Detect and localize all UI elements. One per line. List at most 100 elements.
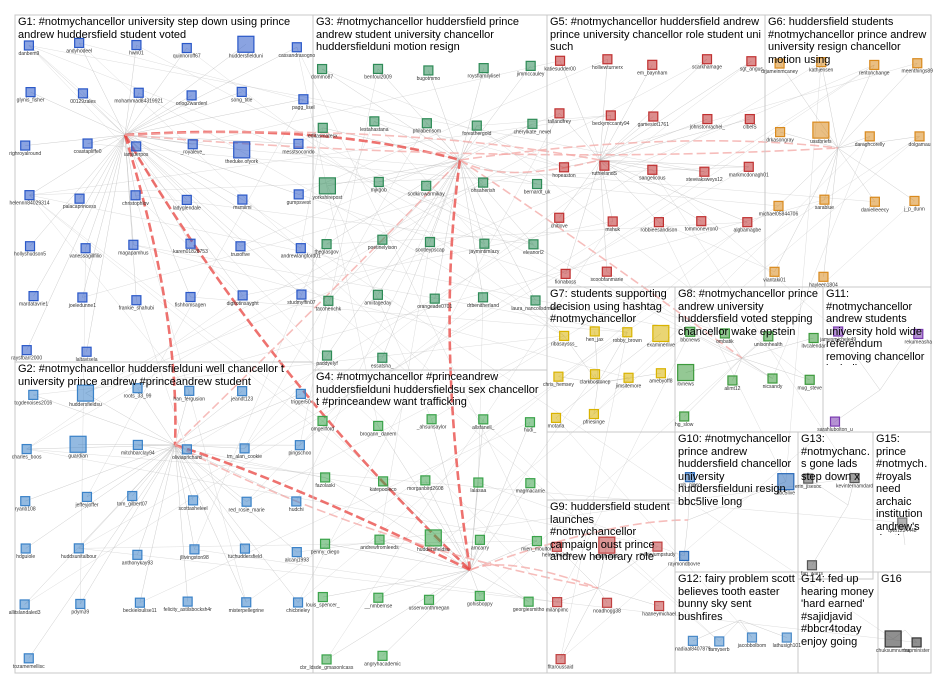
node-avatar[interactable] <box>20 543 31 554</box>
node-avatar[interactable] <box>24 190 35 201</box>
node-avatar[interactable] <box>374 534 385 545</box>
node-avatar[interactable] <box>130 190 141 201</box>
node-avatar[interactable] <box>321 350 333 361</box>
node-avatar[interactable] <box>185 238 196 249</box>
node-avatar[interactable] <box>679 411 690 422</box>
node-avatar[interactable] <box>743 161 754 172</box>
node-avatar[interactable] <box>21 345 32 356</box>
node-avatar[interactable] <box>605 110 616 121</box>
node-avatar[interactable] <box>647 164 658 175</box>
node-avatar[interactable] <box>373 420 384 432</box>
node-avatar[interactable] <box>321 654 332 665</box>
node-avatar[interactable] <box>182 596 193 607</box>
node-avatar[interactable] <box>607 216 618 227</box>
node-avatar[interactable] <box>131 141 142 152</box>
node-avatar[interactable] <box>648 111 659 122</box>
node-avatar[interactable] <box>24 241 36 252</box>
node-avatar[interactable] <box>185 291 196 303</box>
node-avatar[interactable] <box>746 56 757 67</box>
node-avatar[interactable] <box>424 236 436 248</box>
node-avatar[interactable] <box>377 352 388 363</box>
node-avatar[interactable] <box>602 54 613 65</box>
node-avatar[interactable] <box>479 238 490 249</box>
node-avatar[interactable] <box>128 239 139 250</box>
node-avatar[interactable] <box>298 94 309 105</box>
node-avatar[interactable] <box>321 239 332 250</box>
node-avatar[interactable] <box>372 63 384 75</box>
node-avatar[interactable] <box>812 121 830 139</box>
node-avatar[interactable] <box>421 118 432 129</box>
node-avatar[interactable] <box>806 560 818 571</box>
node-avatar[interactable] <box>316 63 328 75</box>
node-avatar[interactable] <box>241 597 252 608</box>
node-avatar[interactable] <box>372 289 384 300</box>
node-avatar[interactable] <box>864 131 875 142</box>
node-avatar[interactable] <box>654 600 665 612</box>
node-avatar[interactable] <box>777 473 795 491</box>
node-avatar[interactable] <box>181 42 192 54</box>
node-avatar[interactable] <box>679 550 690 562</box>
node-avatar[interactable] <box>773 200 784 212</box>
node-avatar[interactable] <box>552 597 563 608</box>
node-avatar[interactable] <box>429 293 440 304</box>
node-avatar[interactable] <box>599 160 610 171</box>
node-avatar[interactable] <box>76 384 95 402</box>
node-avatar[interactable] <box>233 141 251 159</box>
node-avatar[interactable] <box>555 654 566 665</box>
node-avatar[interactable] <box>237 194 248 205</box>
node-avatar[interactable] <box>588 408 600 420</box>
node-avatar[interactable] <box>292 597 304 608</box>
node-avatar[interactable] <box>131 39 142 51</box>
node-avatar[interactable] <box>869 59 880 71</box>
node-avatar[interactable] <box>914 131 925 142</box>
node-avatar[interactable] <box>833 326 844 337</box>
node-avatar[interactable] <box>293 189 304 200</box>
node-avatar[interactable] <box>134 597 146 608</box>
node-avatar[interactable] <box>73 543 84 554</box>
node-avatar[interactable] <box>19 599 30 610</box>
node-avatar[interactable] <box>829 416 841 427</box>
node-avatar[interactable] <box>295 388 306 399</box>
node-avatar[interactable] <box>474 534 486 545</box>
node-avatar[interactable] <box>714 636 725 647</box>
node-avatar[interactable] <box>523 596 534 607</box>
node-avatar[interactable] <box>553 371 564 382</box>
node-avatar[interactable] <box>296 289 307 300</box>
node-avatar[interactable] <box>652 541 663 552</box>
node-avatar[interactable] <box>560 268 571 279</box>
node-avatar[interactable] <box>884 630 902 648</box>
node-avatar[interactable] <box>377 650 388 661</box>
node-avatar[interactable] <box>530 295 541 306</box>
node-avatar[interactable] <box>75 598 86 610</box>
node-avatar[interactable] <box>237 35 255 53</box>
node-avatar[interactable] <box>294 440 305 451</box>
node-avatar[interactable] <box>816 57 827 68</box>
node-avatar[interactable] <box>478 414 489 425</box>
node-avatar[interactable] <box>528 239 539 250</box>
node-avatar[interactable] <box>373 176 384 188</box>
node-avatar[interactable] <box>423 65 434 76</box>
node-avatar[interactable] <box>911 637 922 648</box>
node-avatar[interactable] <box>652 324 670 343</box>
node-avatar[interactable] <box>744 113 755 125</box>
node-avatar[interactable] <box>187 139 198 150</box>
node-avatar[interactable] <box>420 475 431 486</box>
node-avatar[interactable] <box>818 271 829 282</box>
node-avatar[interactable] <box>28 290 39 302</box>
node-avatar[interactable] <box>77 292 88 303</box>
node-avatar[interactable] <box>804 374 815 385</box>
node-avatar[interactable] <box>531 535 543 547</box>
node-avatar[interactable] <box>317 415 328 427</box>
node-avatar[interactable] <box>423 594 435 605</box>
node-avatar[interactable] <box>236 86 247 98</box>
node-avatar[interactable] <box>317 591 328 603</box>
node-avatar[interactable] <box>291 42 302 53</box>
node-avatar[interactable] <box>601 266 612 277</box>
node-avatar[interactable] <box>181 444 192 455</box>
node-avatar[interactable] <box>21 443 32 455</box>
node-avatar[interactable] <box>808 332 819 344</box>
node-avatar[interactable] <box>554 212 565 223</box>
node-avatar[interactable] <box>589 369 601 380</box>
node-avatar[interactable] <box>699 166 710 177</box>
node-avatar[interactable] <box>601 597 613 608</box>
